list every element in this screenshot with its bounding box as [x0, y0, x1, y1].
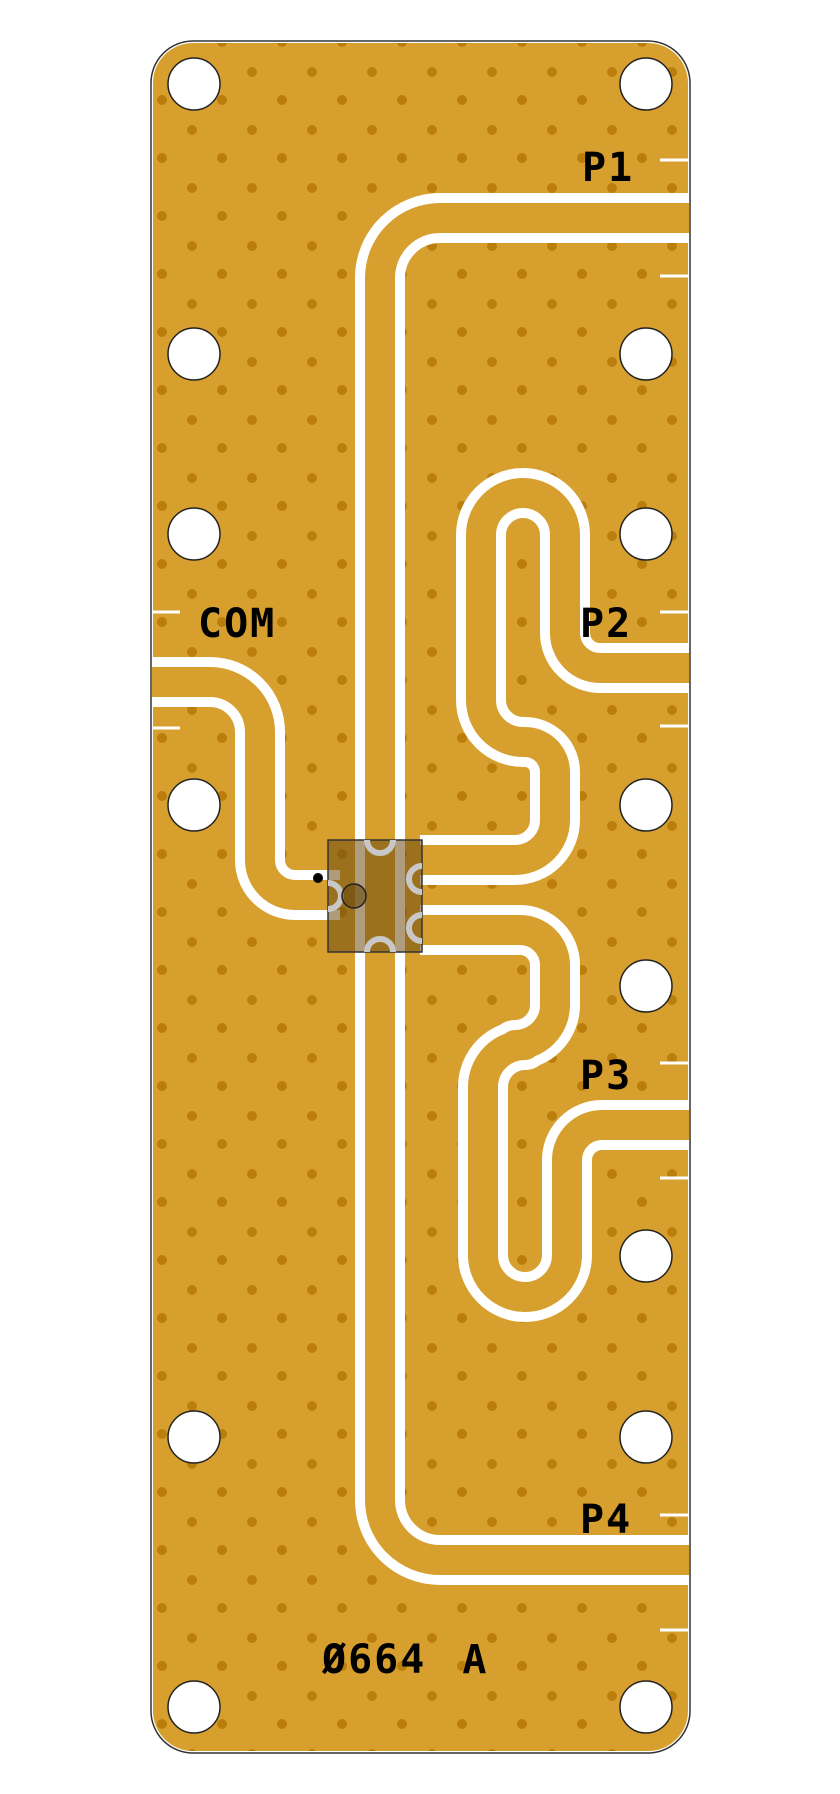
port-label-p1: P1	[582, 145, 635, 191]
trace-p3	[420, 905, 689, 1322]
trace-com	[152, 657, 340, 920]
port-label-p3: P3	[580, 1053, 633, 1099]
mounting-holes	[167, 57, 673, 1734]
port-label-p4: P4	[580, 1497, 633, 1543]
edge-ticks	[153, 158, 688, 1632]
part-number: Ø664	[322, 1637, 427, 1683]
revision: A	[462, 1637, 489, 1683]
pin1-marker	[341, 883, 367, 909]
trace-p2	[420, 468, 689, 885]
part-number-label: Ø664 A	[322, 1640, 489, 1680]
orientation-dot	[313, 873, 323, 883]
port-label-com: COM	[198, 601, 277, 647]
port-label-p2: P2	[580, 601, 633, 647]
ic-chip	[313, 839, 423, 953]
